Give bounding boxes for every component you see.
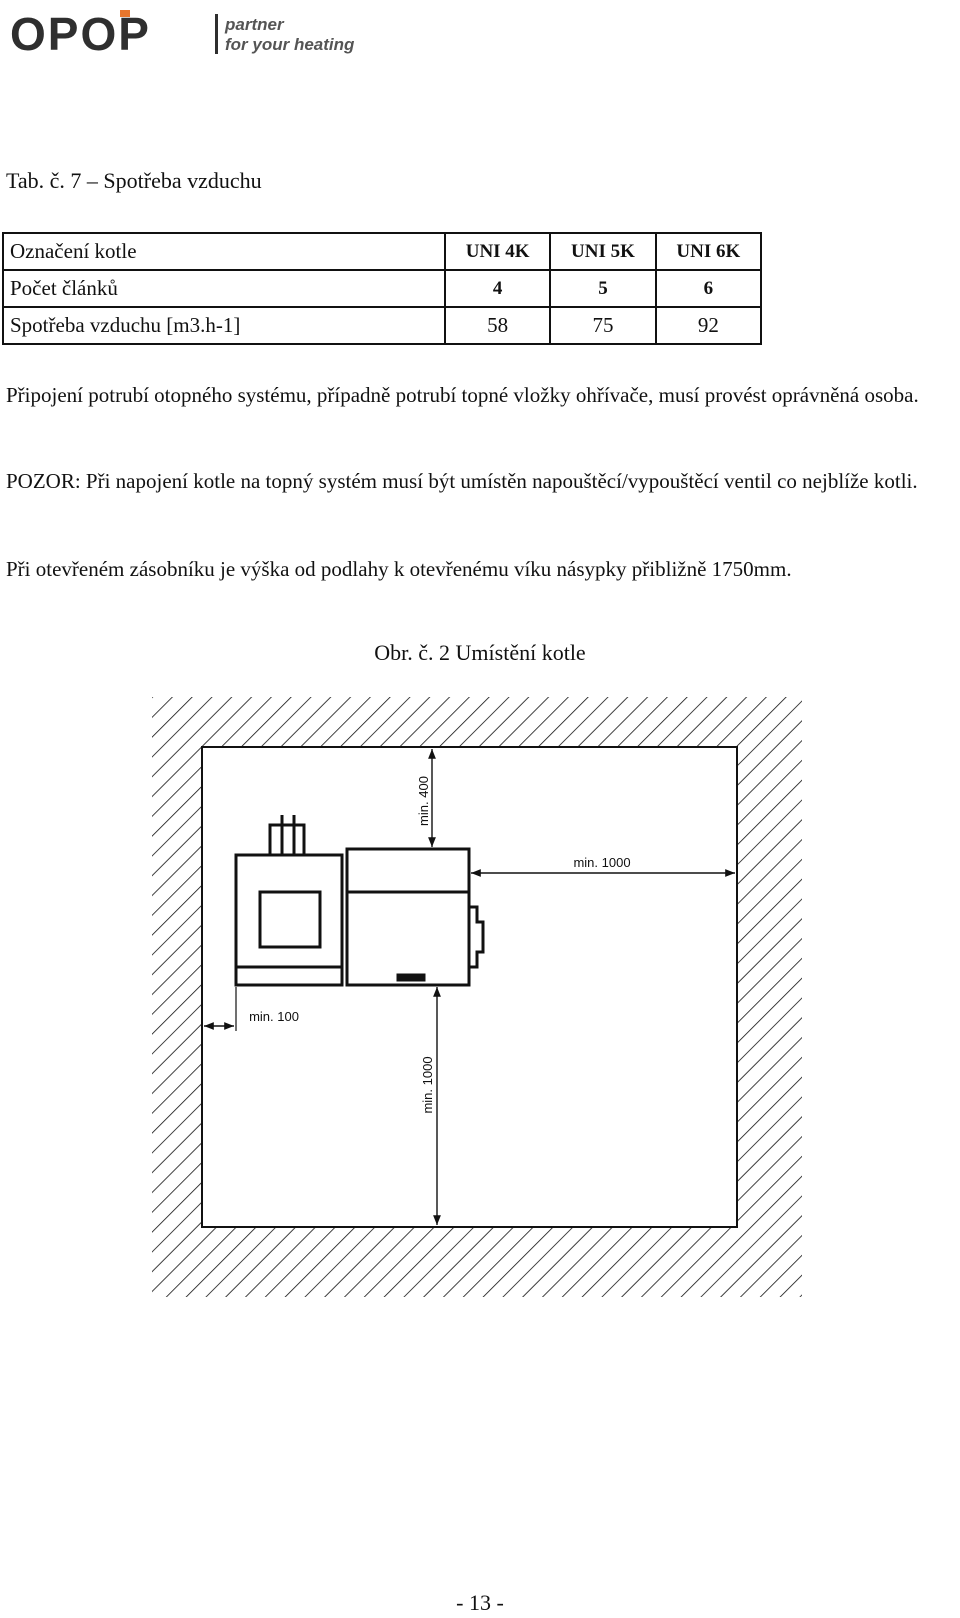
dim-label-right: min. 1000 bbox=[573, 855, 630, 870]
logo-divider bbox=[215, 14, 218, 54]
boiler-placement-drawing: min. 400 min. 1000 min. 100 min. 1000 bbox=[152, 697, 802, 1297]
logo-tagline-line2: for your heating bbox=[225, 35, 355, 54]
table-cell: UNI 5K bbox=[549, 232, 657, 271]
table-caption: Tab. č. 7 – Spotřeba vzduchu bbox=[6, 168, 262, 193]
row-label: Počet článků bbox=[2, 269, 446, 308]
opop-logo: OPOP partner for your heating bbox=[10, 8, 355, 60]
table-cell: UNI 6K bbox=[654, 232, 763, 271]
logo-tagline-line1: partner bbox=[224, 15, 285, 34]
page-number: - 13 - bbox=[456, 1590, 504, 1615]
row-label: Označení kotle bbox=[2, 232, 446, 271]
paragraph-warning: POZOR: Při napojení kotle na topný systé… bbox=[6, 469, 918, 493]
boiler-unit bbox=[345, 847, 485, 987]
row-label: Spotřeba vzduchu [m3.h-1] bbox=[2, 306, 446, 345]
hopper-unit bbox=[234, 815, 344, 987]
table-cell: 4 bbox=[443, 269, 552, 308]
paragraph-hopper-height: Při otevřeném zásobníku je výška od podl… bbox=[6, 557, 792, 581]
table-cell: 92 bbox=[654, 306, 763, 345]
air-consumption-table: Označení kotle UNI 4K UNI 5K UNI 6K Poče… bbox=[2, 232, 763, 345]
table-cell: 6 bbox=[654, 269, 763, 308]
room-floor bbox=[201, 746, 738, 1228]
table-cell: 5 bbox=[549, 269, 657, 308]
dim-label-left: min. 100 bbox=[249, 1009, 299, 1024]
dim-label-front: min. 1000 bbox=[420, 1056, 435, 1113]
table-row: Spotřeba vzduchu [m3.h-1] 58 75 92 bbox=[2, 306, 763, 345]
logo-accent-dot bbox=[120, 10, 130, 17]
table-cell: UNI 4K bbox=[443, 232, 552, 271]
table-cell: 58 bbox=[443, 306, 552, 345]
paragraph-pipe-connection: Připojení potrubí otopného systému, příp… bbox=[6, 383, 919, 407]
table-row: Počet článků 4 5 6 bbox=[2, 269, 763, 308]
table-row: Označení kotle UNI 4K UNI 5K UNI 6K bbox=[2, 232, 763, 271]
dim-label-top: min. 400 bbox=[416, 776, 431, 826]
figure-caption: Obr. č. 2 Umístění kotle bbox=[374, 640, 586, 665]
table-cell: 75 bbox=[549, 306, 657, 345]
